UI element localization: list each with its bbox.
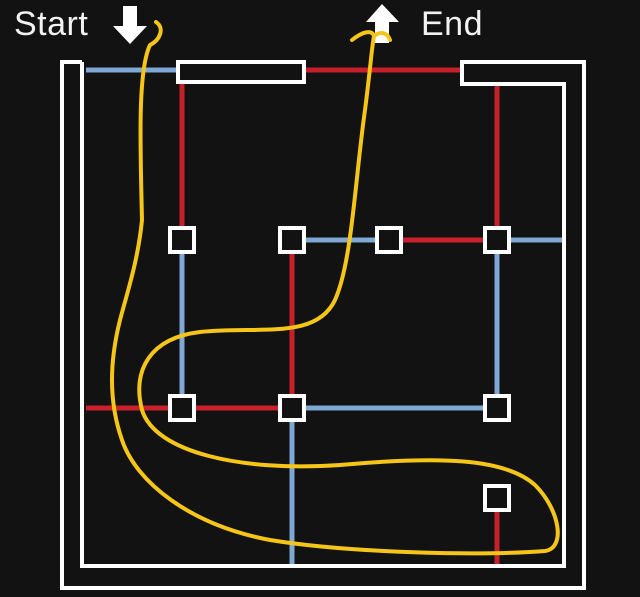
node xyxy=(168,394,196,422)
node xyxy=(483,226,511,254)
arrow-down-icon xyxy=(113,6,147,44)
node xyxy=(278,226,306,254)
start-label: Start xyxy=(14,5,89,43)
maze-walls xyxy=(60,60,586,590)
node xyxy=(483,484,511,512)
solution-path xyxy=(110,20,560,556)
red-links xyxy=(86,67,500,564)
node xyxy=(375,226,403,254)
node xyxy=(168,226,196,254)
node xyxy=(278,394,306,422)
node xyxy=(483,394,511,422)
arrow-up-icon xyxy=(366,4,399,43)
maze-nodes xyxy=(168,226,511,512)
end-label: End xyxy=(421,5,483,43)
blue-links xyxy=(86,67,564,564)
